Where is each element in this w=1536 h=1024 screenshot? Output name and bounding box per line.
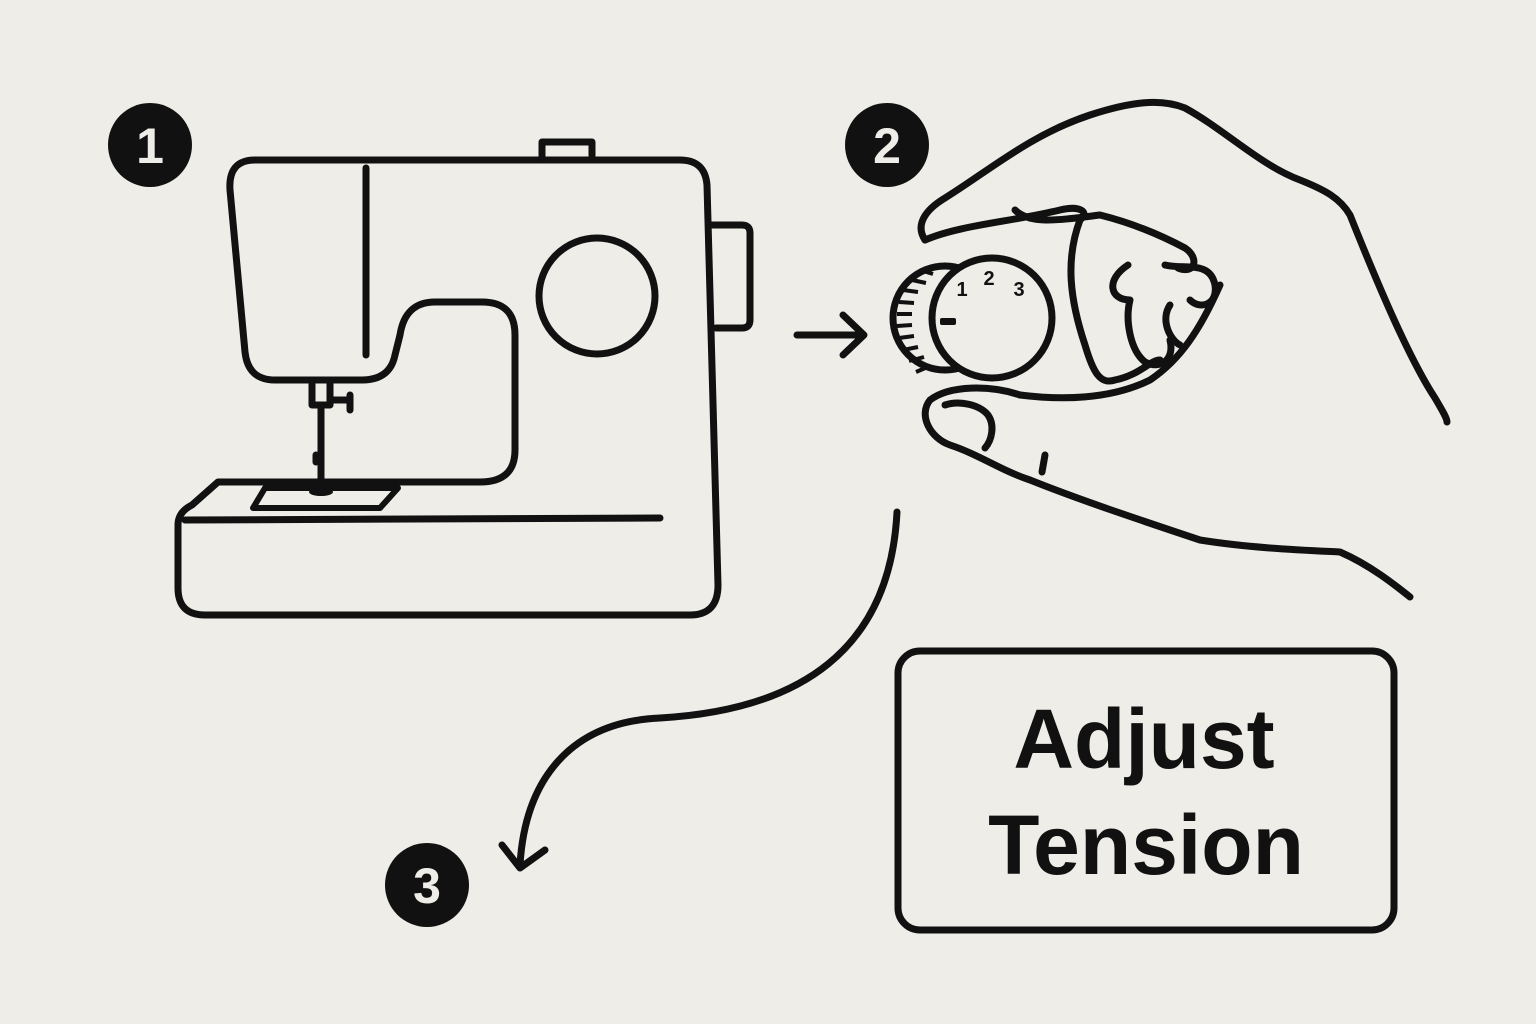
label-line-2: Tension <box>988 798 1304 892</box>
step-1-number: 1 <box>136 118 164 174</box>
dial-number-2: 2 <box>983 268 994 290</box>
tension-dial: 1 2 3 <box>889 254 1056 382</box>
dial-number-1: 1 <box>956 279 967 301</box>
step-3-number: 3 <box>413 858 441 914</box>
step-2-badge: 2 <box>845 103 929 187</box>
arrow-right-icon <box>793 311 868 359</box>
sewing-machine-icon <box>174 138 754 619</box>
step-1-badge: 1 <box>108 103 192 187</box>
dial-grip-ridges <box>896 268 934 374</box>
step-2-number: 2 <box>873 118 901 174</box>
label-line-1: Adjust <box>1013 692 1274 786</box>
hand-turning-dial-icon: 1 2 3 <box>889 98 1451 601</box>
dial-number-3: 3 <box>1013 279 1024 301</box>
adjust-tension-label: Adjust Tension <box>894 647 1398 934</box>
step-3-badge: 3 <box>385 843 469 927</box>
curved-arrow-icon <box>498 508 901 872</box>
